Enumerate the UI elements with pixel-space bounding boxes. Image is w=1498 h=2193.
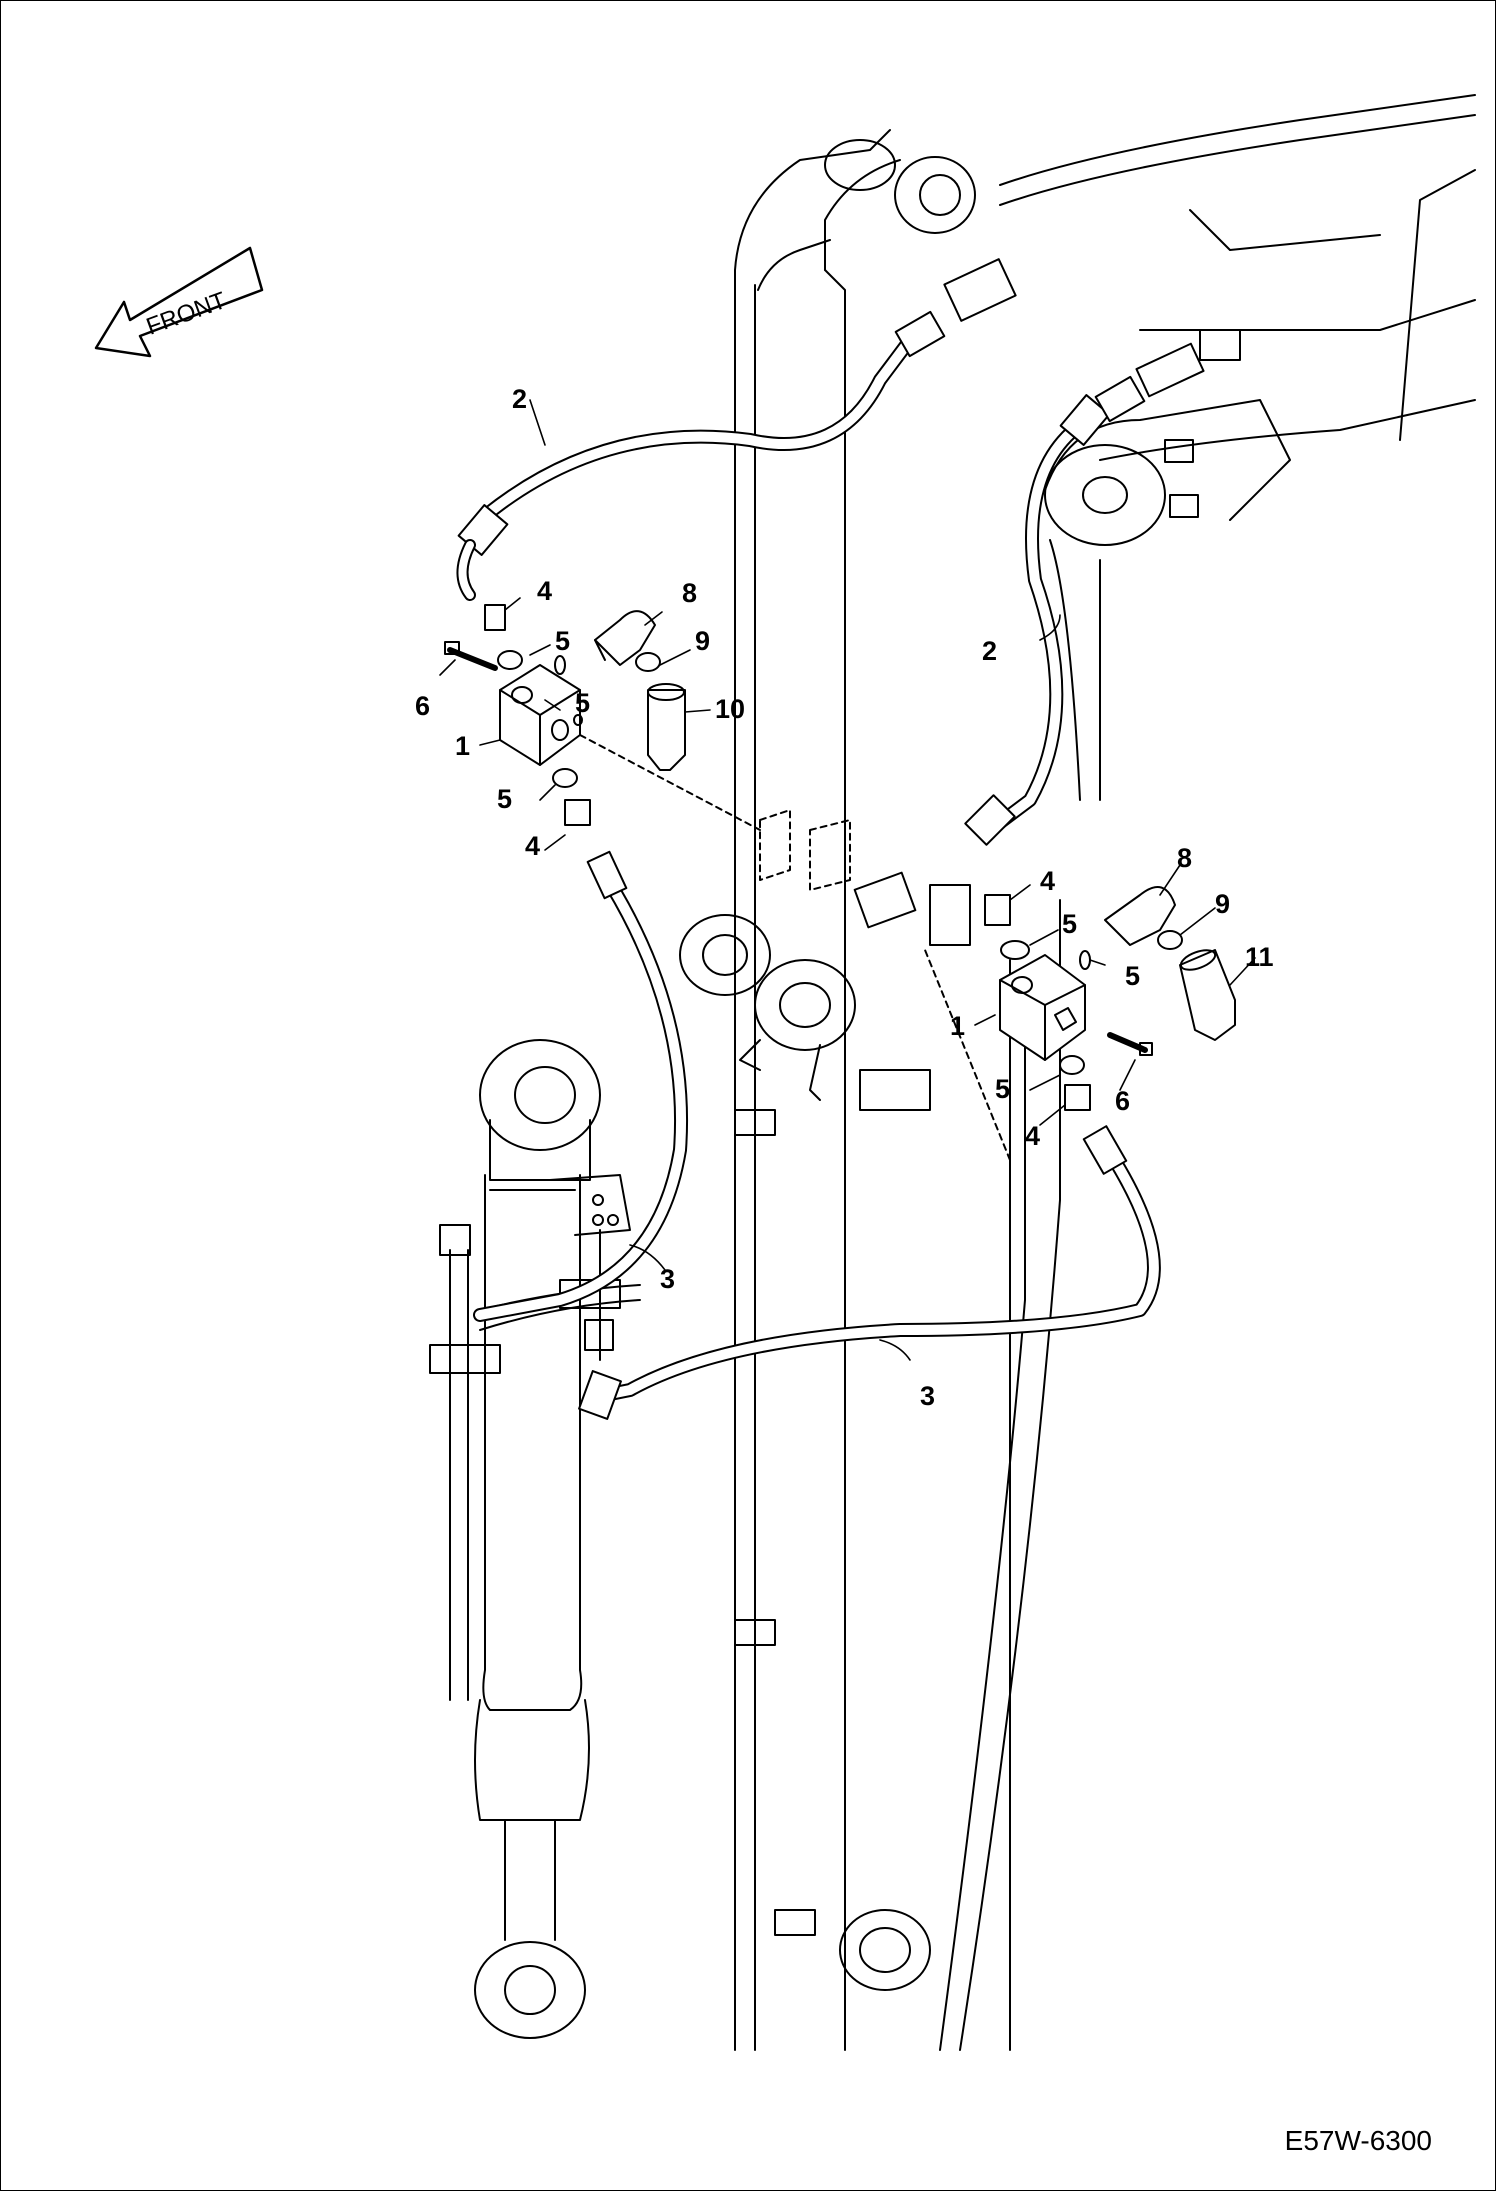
hose-2-right — [964, 394, 1111, 846]
arm-cylinder — [429, 1039, 641, 2039]
callout-8-left: 8 — [682, 578, 697, 608]
callout-5-f: 5 — [995, 1074, 1010, 1104]
callout-9-left: 9 — [695, 626, 710, 656]
callout-6-right: 6 — [1115, 1086, 1130, 1116]
callout-4-bottom-right: 4 — [1025, 1121, 1040, 1151]
valve-block-right — [984, 886, 1236, 1111]
callout-leaders — [439, 399, 1256, 1361]
drawing-code: E57W-6300 — [1284, 2125, 1432, 2156]
hose-2-left — [456, 333, 917, 601]
boom-structure — [579, 94, 1476, 2051]
callout-5-d: 5 — [1062, 909, 1077, 939]
callout-5-b: 5 — [575, 688, 590, 718]
hose-3-right — [578, 1125, 1161, 1420]
boom-top-fittings — [894, 258, 1241, 423]
callout-8-right: 8 — [1177, 843, 1192, 873]
callout-9-right: 9 — [1215, 889, 1230, 919]
callout-3-right: 3 — [920, 1381, 935, 1411]
callout-1-right: 1 — [950, 1011, 965, 1041]
callout-10: 10 — [715, 694, 745, 724]
callout-3-left: 3 — [660, 1264, 675, 1294]
callout-5-e: 5 — [1125, 961, 1140, 991]
callout-4-top-left: 4 — [537, 576, 552, 606]
callout-4-top-right: 4 — [1040, 866, 1055, 896]
callout-labels: 2 2 3 3 4 4 4 4 5 5 5 5 5 5 6 6 8 8 9 9 … — [415, 384, 1274, 1411]
front-label: FRONT — [143, 287, 230, 341]
callout-2-right: 2 — [982, 636, 997, 666]
callout-5-c: 5 — [497, 784, 512, 814]
callout-4-bottom-left: 4 — [525, 831, 540, 861]
callout-1-left: 1 — [455, 731, 470, 761]
callout-2-left: 2 — [512, 384, 527, 414]
front-direction-arrow: FRONT — [94, 246, 264, 358]
callout-11: 11 — [1245, 942, 1274, 972]
hose-3-left — [473, 850, 689, 1322]
callout-6-left: 6 — [415, 691, 430, 721]
callout-5-a: 5 — [555, 626, 570, 656]
valve-block-left — [444, 604, 686, 826]
